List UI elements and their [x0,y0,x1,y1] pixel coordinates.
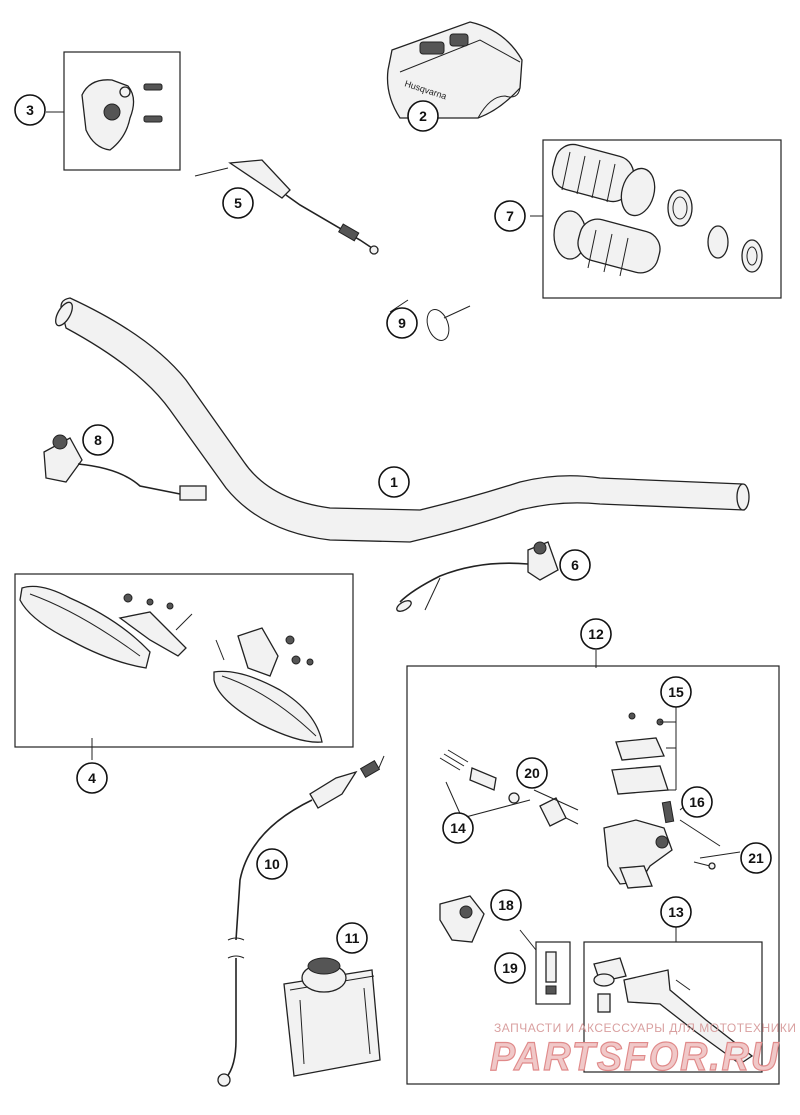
callout-5: 5 [222,187,254,219]
part-6-switch [396,541,559,612]
callout-3: 3 [14,94,46,126]
svg-text:8: 8 [94,432,102,448]
part-4-hand-guards [14,573,354,748]
callout-10: 10 [256,848,288,880]
part-12-master-cylinder [406,654,780,1085]
callout-2: 2 [407,100,439,132]
callout-14: 14 [442,812,474,844]
svg-text:1: 1 [390,474,398,490]
callout-8: 8 [82,424,114,456]
svg-text:5: 5 [234,195,242,211]
callout-16: 16 [681,786,713,818]
svg-text:6: 6 [571,557,579,573]
callout-21: 21 [740,842,772,874]
svg-text:21: 21 [748,850,764,866]
svg-text:11: 11 [345,930,360,946]
svg-text:20: 20 [524,765,540,781]
part-3-throttle-housing [63,51,181,171]
watermark: ЗАПЧАСТИ И АКСЕССУАРЫ ДЛЯ МОТОТЕХНИКИ PA… [489,1021,796,1080]
svg-text:9: 9 [398,315,406,331]
callout-1: 1 [378,466,410,498]
part-7-grips [542,139,782,299]
callout-12: 12 [580,618,612,650]
callout-4: 4 [76,762,108,794]
part-10-clutch-line [217,755,385,1087]
svg-text:4: 4 [88,770,96,786]
watermark-tagline: ЗАПЧАСТИ И АКСЕССУАРЫ ДЛЯ МОТОТЕХНИКИ [494,1021,796,1035]
callout-20: 20 [516,757,548,789]
svg-text:16: 16 [689,794,705,810]
part-5-throttle-cable [194,159,379,255]
svg-text:15: 15 [668,684,684,700]
callout-19: 19 [494,952,526,984]
svg-text:14: 14 [450,820,466,836]
part-11-fluid-bottle [283,957,381,1077]
part-9-cable-tie [426,305,471,341]
svg-text:2: 2 [419,108,427,124]
callout-13: 13 [660,896,692,928]
svg-text:10: 10 [264,856,280,872]
callout-6: 6 [559,549,591,581]
part-2-bar-pad: Husqvarna [386,21,523,119]
callout-7: 7 [494,200,526,232]
callout-15: 15 [660,676,692,708]
part-8-switch [43,434,207,501]
svg-text:19: 19 [502,960,518,976]
svg-text:7: 7 [506,208,514,224]
svg-text:12: 12 [588,626,604,642]
svg-text:18: 18 [498,897,514,913]
callout-11: 11 [336,922,368,954]
part-1-handlebar [55,297,750,543]
svg-text:13: 13 [668,904,684,920]
callout-18: 18 [490,889,522,921]
watermark-logo: PARTSFOR.RU [490,1035,780,1079]
svg-text:3: 3 [26,102,34,118]
callout-9: 9 [386,307,418,339]
